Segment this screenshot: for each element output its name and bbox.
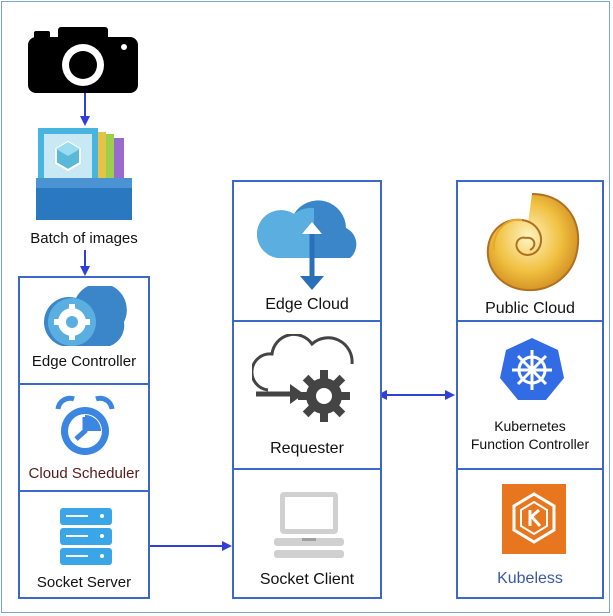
requester-cell: Requester	[234, 320, 380, 470]
kubeless-cell: Kubeless	[458, 468, 602, 599]
requester-label: Requester	[270, 440, 344, 457]
edge-column: Edge Controller Cloud Scheduler Socket S…	[18, 276, 150, 599]
edge-cloud-cell: Edge Cloud	[234, 182, 380, 320]
public-cloud-column: Public Cloud Kubernetes Function Control…	[456, 180, 604, 599]
public-cloud-label: Public Cloud	[485, 300, 575, 317]
socket-server-label: Socket Server	[36, 574, 132, 591]
batch-of-images-label: Batch of images	[30, 230, 138, 247]
image-stack-icon	[36, 128, 132, 220]
socket-client-cell: Socket Client	[234, 468, 380, 599]
edge-cloud-column: Edge Cloud Requester	[232, 180, 382, 599]
kubeless-label: Kubeless	[497, 570, 563, 587]
k8s-label-line2: Function Controller	[470, 436, 590, 452]
cloud-upload-icon	[257, 200, 357, 290]
edge-controller-cloud-gear-icon	[44, 286, 127, 346]
nautilus-shell-icon	[486, 193, 580, 292]
cloud-scheduler-cell: Cloud Scheduler	[20, 383, 148, 492]
alarm-clock-icon	[55, 395, 115, 455]
socket-client-label: Socket Client	[259, 571, 355, 588]
edge-controller-label: Edge Controller	[31, 353, 137, 370]
kubernetes-helm-icon	[500, 338, 564, 400]
camera-icon	[28, 27, 138, 93]
k8s-function-controller-cell: Kubernetes Function Controller	[458, 320, 602, 470]
edge-cloud-label: Edge Cloud	[265, 296, 349, 313]
server-stack-icon	[60, 508, 112, 565]
edge-controller-cell: Edge Controller	[20, 278, 148, 383]
k8s-label-line1: Kubernetes	[494, 418, 566, 434]
public-cloud-cell: Public Cloud	[458, 182, 602, 320]
kubeless-logo-icon	[502, 484, 566, 554]
cloud-gears-icon	[252, 334, 354, 422]
socket-server-cell: Socket Server	[20, 490, 148, 599]
laptop-icon	[274, 492, 344, 558]
cloud-scheduler-label: Cloud Scheduler	[28, 465, 140, 482]
